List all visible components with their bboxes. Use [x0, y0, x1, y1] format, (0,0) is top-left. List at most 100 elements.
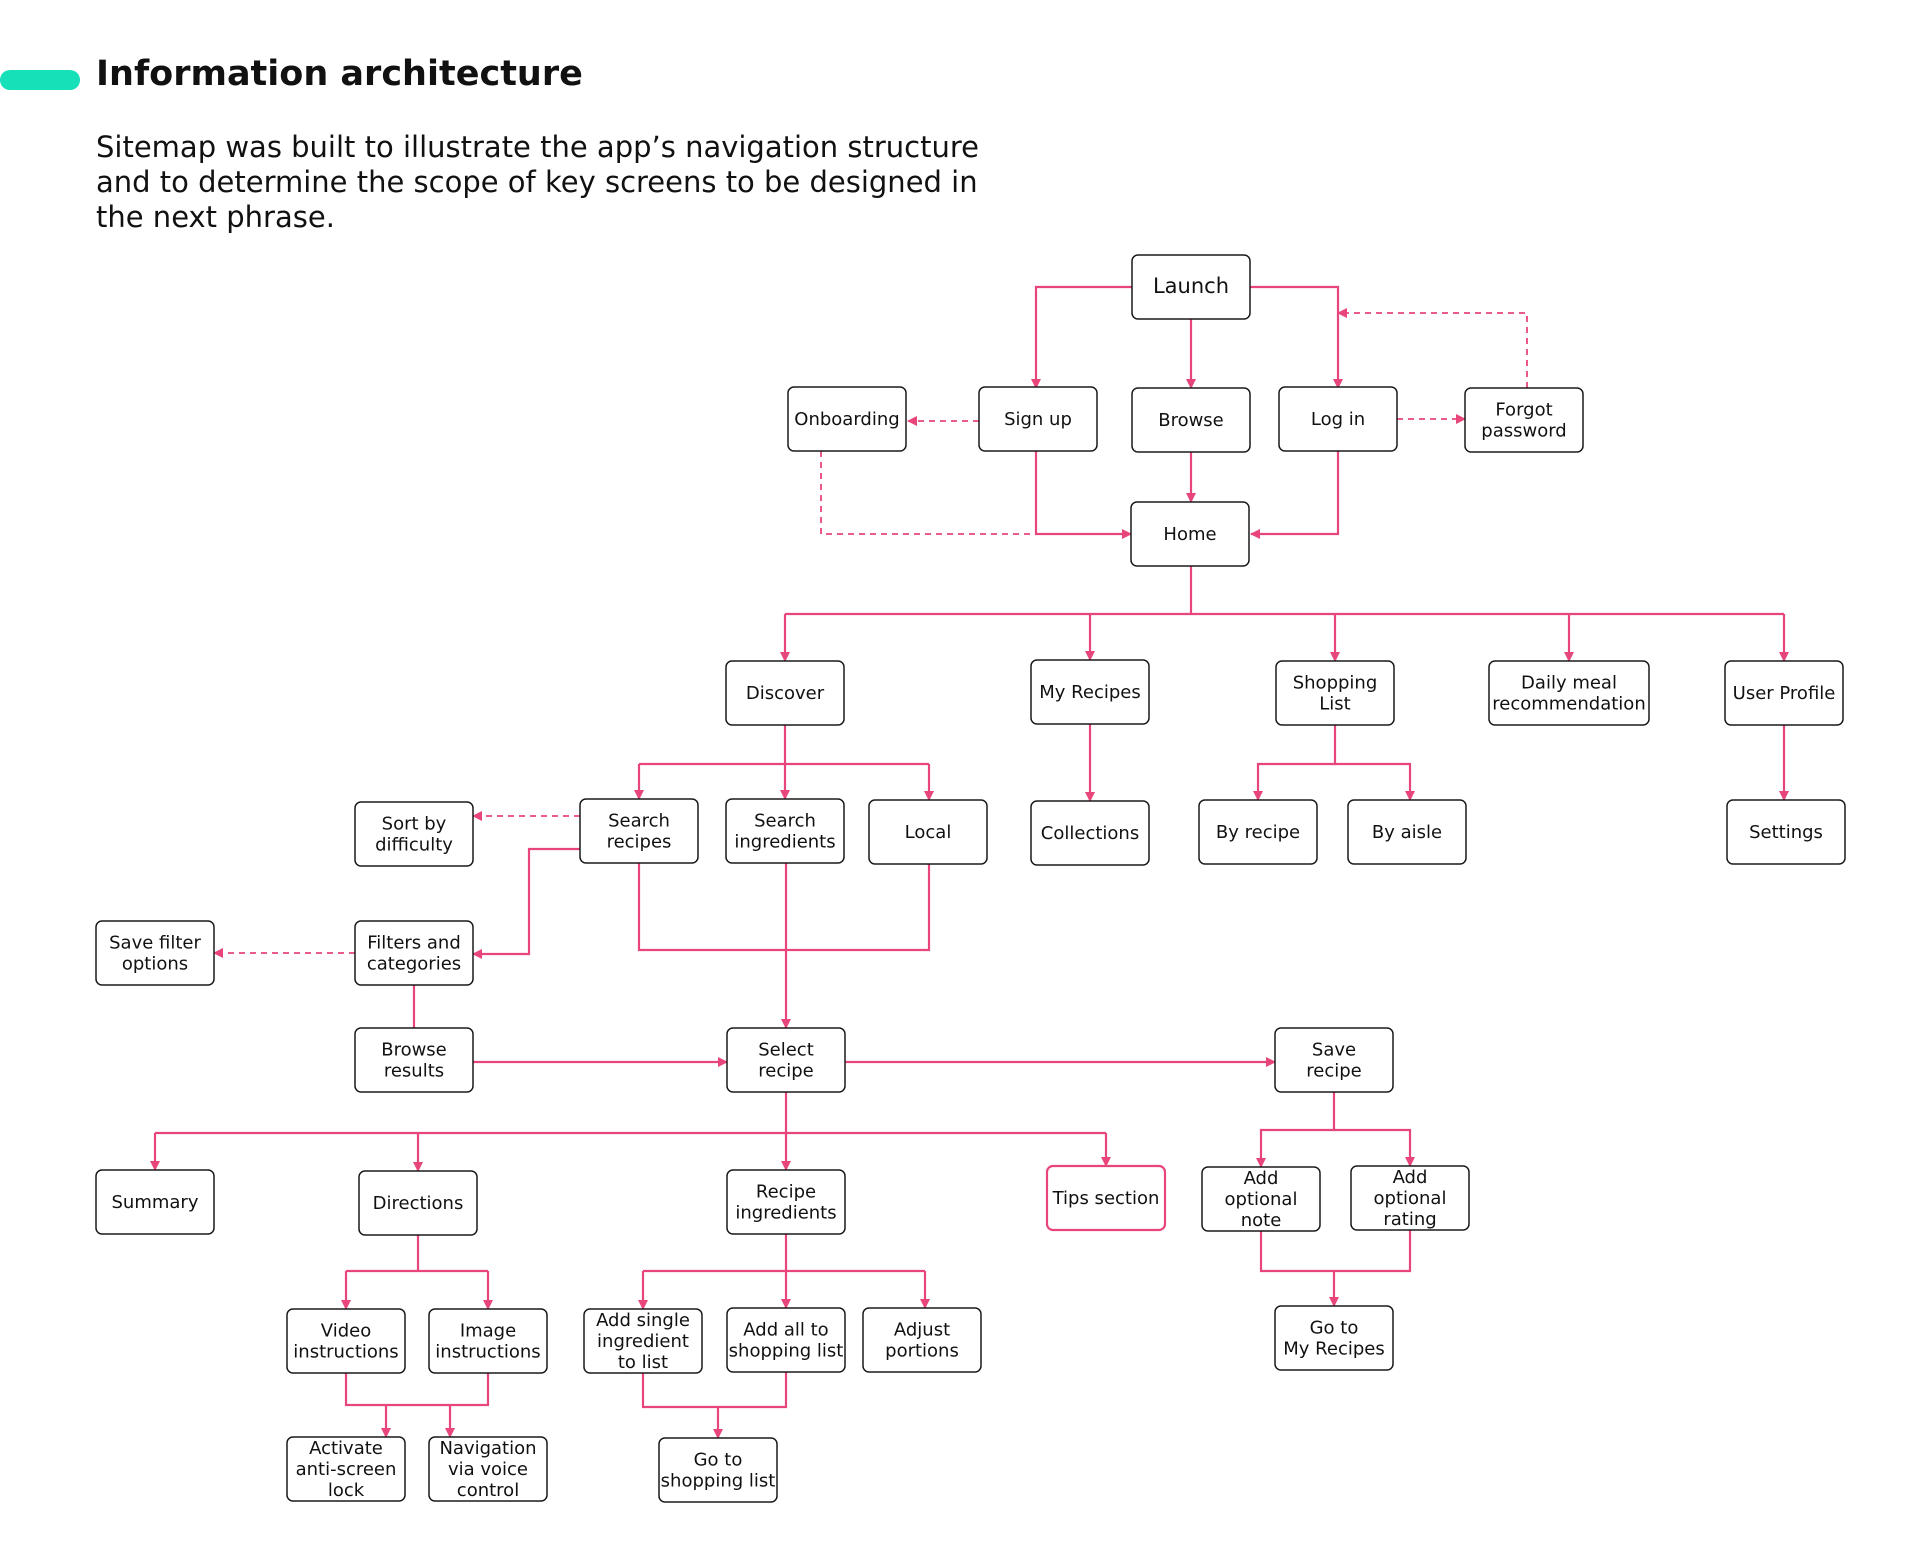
- node-label-log-in: Log in: [1311, 409, 1365, 430]
- node-box-save-filter-options: [95, 920, 215, 986]
- connector-layer: [150, 285, 1789, 1439]
- node-box-shopping-list: [1275, 660, 1395, 726]
- node-box-sign-up: [978, 386, 1098, 452]
- page-description: Sitemap was built to illustrate the app’…: [96, 130, 979, 234]
- connector-39: [1256, 1092, 1336, 1168]
- connector-6: [1337, 308, 1528, 388]
- node-onboarding: Onboarding: [787, 386, 907, 452]
- node-label-discover: Discover: [746, 683, 825, 704]
- connector-3: [1250, 285, 1343, 389]
- node-box-save-recipe: [1274, 1027, 1394, 1093]
- node-box-user-profile: [1724, 660, 1844, 726]
- node-summary: Summary: [95, 1169, 215, 1235]
- node-label-collections: Collections: [1041, 823, 1139, 844]
- node-launch: Launch: [1131, 254, 1251, 320]
- node-box-select-recipe: [726, 1027, 846, 1093]
- node-label-settings: Settings: [1749, 822, 1823, 843]
- accent-bar: [0, 70, 80, 90]
- node-box-add-optional-rating: [1350, 1165, 1470, 1231]
- connector-26: [637, 863, 931, 952]
- node-collections: Collections: [1030, 800, 1150, 866]
- node-label-by-recipe: By recipe: [1216, 822, 1300, 843]
- node-label-sign-up: Sign up: [1004, 409, 1072, 430]
- node-box-sort-by-difficulty: [354, 801, 474, 867]
- node-box-video-instructions: [286, 1308, 406, 1374]
- node-box-filters-categories: [354, 920, 474, 986]
- node-box-daily-meal: [1488, 660, 1650, 726]
- connector-31: [1253, 725, 1337, 801]
- node-box-directions: [358, 1170, 478, 1236]
- node-label-browse: Browse: [1158, 410, 1224, 431]
- node-box-image-instructions: [428, 1308, 548, 1374]
- node-my-recipes: My Recipes: [1030, 659, 1150, 725]
- node-log-in: Log in: [1278, 386, 1398, 452]
- node-discover: Discover: [725, 660, 845, 726]
- connector-40: [1334, 1128, 1415, 1167]
- node-box-add-all-to-list: [726, 1307, 846, 1373]
- node-box-forgot-password: [1464, 387, 1584, 453]
- node-label-directions: Directions: [373, 1193, 464, 1214]
- node-box-local: [868, 799, 988, 865]
- node-by-aisle: By aisle: [1347, 799, 1467, 865]
- node-sign-up: Sign up: [978, 386, 1098, 452]
- node-label-onboarding: Onboarding: [794, 409, 899, 430]
- connector-41: [1259, 1230, 1412, 1273]
- node-box-go-to-shopping-list: [658, 1437, 778, 1503]
- connector-47: [344, 1373, 490, 1407]
- node-label-home: Home: [1163, 524, 1216, 545]
- connector-8: [1034, 451, 1132, 539]
- node-box-settings: [1726, 799, 1846, 865]
- node-box-launch: [1131, 254, 1251, 320]
- node-label-launch: Launch: [1153, 274, 1229, 298]
- node-browse: Browse: [1131, 387, 1251, 453]
- node-local: Local: [868, 799, 988, 865]
- node-box-log-in: [1278, 386, 1398, 452]
- node-box-add-single-ingredient: [583, 1308, 703, 1374]
- node-box-discover: [725, 660, 845, 726]
- page-title: Information architecture: [96, 54, 583, 94]
- connector-55: [641, 1372, 788, 1409]
- node-box-home: [1130, 501, 1250, 567]
- node-label-local: Local: [905, 822, 952, 843]
- node-box-browse: [1131, 387, 1251, 453]
- node-label-by-aisle: By aisle: [1372, 822, 1442, 843]
- node-box-browse-results: [354, 1027, 474, 1093]
- node-label-summary: Summary: [112, 1192, 199, 1213]
- node-box-tips-section: [1045, 1164, 1167, 1232]
- node-box-summary: [95, 1169, 215, 1235]
- node-box-search-ingredients: [725, 798, 845, 864]
- connector-9: [1250, 451, 1340, 539]
- connector-1: [1031, 285, 1133, 389]
- node-label-tips-section: Tips section: [1052, 1188, 1160, 1209]
